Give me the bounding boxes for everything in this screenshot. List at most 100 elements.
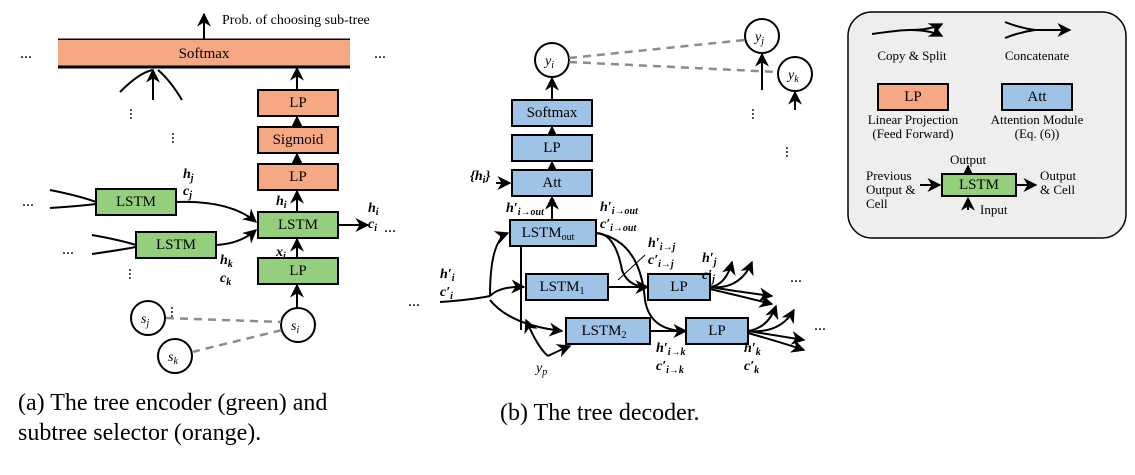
encoder-lp-top-label: LP bbox=[289, 95, 307, 111]
lp-k-right-arrow-2 bbox=[747, 332, 806, 353]
encoder-lstm-k-label: LSTM bbox=[156, 237, 196, 253]
decoder-att-box: Att bbox=[511, 169, 593, 197]
h-prime-ij-label: h′i→j bbox=[648, 236, 676, 253]
c-prime-k-label: c′k bbox=[744, 359, 759, 376]
dashed-sj-si bbox=[165, 316, 282, 324]
lstm-k-to-lstm bbox=[215, 229, 258, 246]
decoder-panel: yi yj yk ... ... Softmax LP Att bbox=[408, 18, 826, 378]
decoder-lstm-1-label: LSTM1 bbox=[539, 279, 584, 297]
ellipsis-k: ... bbox=[814, 317, 826, 334]
vertical-ellipsis-2: ... bbox=[168, 132, 185, 144]
encoder-softmax-label: Softmax bbox=[179, 46, 230, 62]
caption-b: (b) The tree decoder. bbox=[500, 400, 699, 426]
caption-a-line2: subtree selector (orange). bbox=[18, 420, 261, 446]
node-s-i: si bbox=[280, 307, 316, 343]
lp-k-up-arrow bbox=[747, 304, 779, 332]
legend-lstm-box: LSTM bbox=[941, 173, 1017, 197]
decoder-lstm-out-box: LSTMout bbox=[509, 219, 597, 247]
h-j-label: hj bbox=[183, 167, 194, 184]
h-prime-ik-label: h′i→k bbox=[656, 341, 686, 358]
c-i-out-label: ci bbox=[368, 217, 377, 234]
encoder-lstm-j-label: LSTM bbox=[116, 194, 156, 210]
ellipsis-in: ... bbox=[408, 293, 420, 310]
node-y-k: yk bbox=[777, 56, 813, 92]
decoder-lp-k-box: LP bbox=[685, 317, 749, 345]
vertical-ellipsis-yj: ... bbox=[748, 108, 765, 120]
ellipsis-right: ... bbox=[374, 45, 386, 62]
encoder-lstm-box: LSTM bbox=[257, 211, 339, 239]
vertical-ellipsis-yk: ... bbox=[782, 146, 799, 158]
lstm-j-in-top bbox=[49, 189, 97, 203]
h-set-label: {hi} bbox=[470, 169, 490, 186]
svg-text:Att: Att bbox=[1027, 89, 1047, 105]
svg-text:LP: LP bbox=[904, 89, 922, 105]
encoder-panel: Softmax ... ... Prob. of choosing sub-tr… bbox=[20, 12, 396, 374]
h-i-out-label: hi bbox=[368, 201, 379, 218]
legend-att-desc-2: (Eq. (6)) bbox=[1015, 126, 1060, 141]
lp-j-right-arrow-2 bbox=[709, 288, 774, 308]
legend-lp-desc-1: Linear Projection bbox=[868, 112, 959, 127]
encoder-lstm-j-box: LSTM bbox=[95, 188, 177, 216]
encoder-lp-mid-label: LP bbox=[289, 169, 307, 185]
input-to-lstm2 bbox=[489, 299, 564, 337]
decoder-lp-label: LP bbox=[543, 140, 561, 156]
svg-text:LSTM: LSTM bbox=[959, 177, 999, 193]
legend-lp-box: LP bbox=[877, 83, 949, 111]
encoder-softmax-box: Softmax bbox=[58, 38, 350, 69]
decoder-lp-j-label: LP bbox=[670, 279, 688, 295]
concatenate-icon bbox=[1004, 21, 1072, 39]
lstm-j-to-lstm bbox=[175, 200, 258, 223]
softmax-in-curve-right bbox=[157, 69, 183, 101]
lstm-out-to-lp-k bbox=[595, 232, 688, 338]
vertical-ellipsis-k: ... bbox=[125, 268, 142, 280]
prob-label: Prob. of choosing sub-tree bbox=[222, 13, 370, 28]
encoder-lstm-k-box: LSTM bbox=[135, 231, 217, 259]
c-j-label: cj bbox=[183, 184, 192, 201]
node-s-k: sk bbox=[157, 338, 193, 374]
legend-prev-1: Previous bbox=[866, 168, 912, 183]
h-prime-k-label: h′k bbox=[744, 341, 761, 358]
svg-text:si: si bbox=[291, 319, 299, 336]
decoder-lstm-2-label: LSTM2 bbox=[581, 323, 626, 341]
lstm-k-in-bottom bbox=[91, 246, 137, 255]
legend-input: Input bbox=[980, 202, 1008, 217]
decoder-softmax-box: Softmax bbox=[511, 99, 593, 127]
ellipsis-j: ... bbox=[790, 269, 802, 286]
legend-panel: Copy & Split Concatenate LP Linear Proje… bbox=[847, 11, 1127, 239]
lstm-j-in-bottom bbox=[49, 203, 97, 209]
legend-output: Output bbox=[950, 152, 987, 167]
lp-k-up-arrow-2 bbox=[747, 308, 795, 333]
lstm-k-in-top bbox=[91, 234, 137, 246]
h-prime-out-right: h′i→out bbox=[600, 200, 639, 217]
encoder-sigmoid-box: Sigmoid bbox=[257, 126, 339, 154]
legend-prev-2: Output & bbox=[866, 182, 915, 197]
h-k-label: hk bbox=[220, 253, 233, 270]
h-i-label: hi bbox=[276, 194, 287, 211]
decoder-lstm-1-box: LSTM1 bbox=[525, 273, 609, 301]
decoder-lp-k-label: LP bbox=[708, 323, 726, 339]
vertical-ellipsis-1: ... bbox=[126, 108, 143, 120]
yp-to-lstm2 bbox=[547, 344, 572, 358]
legend-prev-3: Cell bbox=[866, 196, 888, 211]
softmax-in-curve-left bbox=[119, 69, 154, 93]
input-branch bbox=[439, 295, 491, 303]
decoder-att-label: Att bbox=[542, 175, 562, 191]
ellipsis-lstm-j: ... bbox=[22, 193, 34, 210]
ellipsis-lstm-k: ... bbox=[62, 241, 74, 258]
svg-text:yi: yi bbox=[543, 54, 554, 71]
encoder-lp-bottom-box: LP bbox=[257, 257, 339, 285]
lp-k-right-arrow bbox=[747, 330, 806, 345]
c-prime-j-label: c′j bbox=[702, 268, 715, 285]
encoder-lp-mid-box: LP bbox=[257, 163, 339, 191]
svg-text:yj: yj bbox=[753, 30, 764, 47]
node-y-j: yj bbox=[744, 18, 780, 54]
encoder-sigmoid-label: Sigmoid bbox=[273, 132, 324, 148]
decoder-softmax-label: Softmax bbox=[527, 105, 578, 121]
legend-out-cell-1: Output bbox=[1040, 168, 1077, 183]
ellipsis-left: ... bbox=[20, 45, 32, 62]
decoder-lstm-2-box: LSTM2 bbox=[565, 317, 651, 345]
c-prime-ik-label: c′i→k bbox=[656, 359, 684, 376]
h-prime-j-label: h′j bbox=[702, 251, 717, 268]
